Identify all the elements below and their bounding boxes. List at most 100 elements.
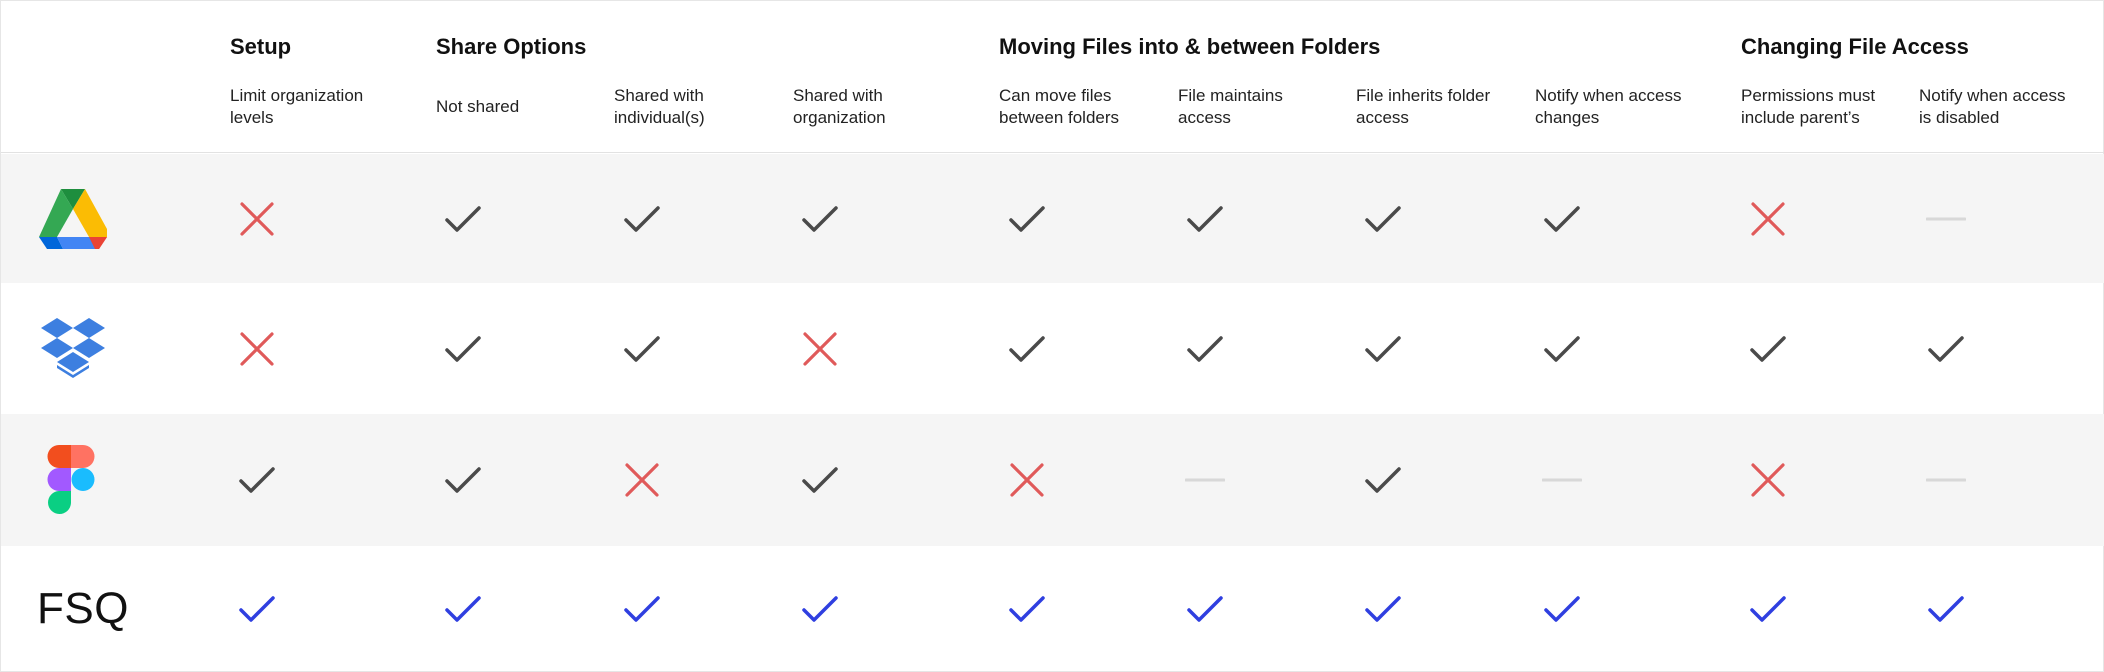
table-row bbox=[1, 283, 2104, 414]
check-icon bbox=[802, 467, 838, 493]
cell-limit-org-levels bbox=[237, 283, 277, 414]
cell-notify-access-disabled bbox=[1926, 546, 1966, 672]
cell-notify-access-disabled bbox=[1926, 283, 1966, 414]
check-icon bbox=[445, 335, 481, 362]
cell-not-shared bbox=[443, 283, 483, 414]
check-icon bbox=[1544, 335, 1580, 362]
product-logo: FSQ bbox=[37, 546, 128, 672]
check-blue-icon bbox=[1544, 596, 1580, 622]
cross-icon bbox=[625, 463, 659, 497]
check-icon bbox=[1750, 335, 1786, 362]
dash-icon bbox=[1926, 217, 1966, 220]
cell-inherits-folder-access bbox=[1363, 154, 1403, 283]
table-row bbox=[1, 414, 2104, 546]
cell-notify-access-disabled bbox=[1926, 414, 1966, 546]
check-icon bbox=[1365, 467, 1401, 493]
check-icon bbox=[624, 205, 660, 232]
column-header-shared-individuals: Shared with individual(s) bbox=[614, 86, 705, 127]
cross-icon bbox=[803, 331, 837, 366]
google-drive-logo-icon bbox=[39, 188, 107, 249]
table-row bbox=[1, 154, 2104, 283]
check-icon bbox=[445, 467, 481, 493]
column-header-limit-org-levels: Limit organization levels bbox=[230, 86, 364, 127]
cell-shared-organization bbox=[800, 414, 840, 546]
cell-notify-access-changes bbox=[1542, 154, 1582, 283]
cell-limit-org-levels bbox=[237, 154, 277, 283]
cell-shared-individuals bbox=[622, 283, 662, 414]
cell-shared-individuals bbox=[622, 154, 662, 283]
column-header-not-shared: Not shared bbox=[436, 97, 520, 116]
cell-notify-access-changes bbox=[1542, 546, 1582, 672]
cell-inherits-folder-access bbox=[1363, 546, 1403, 672]
cross-icon bbox=[240, 331, 274, 366]
cell-file-maintains-access bbox=[1185, 154, 1225, 283]
check-icon bbox=[1544, 205, 1580, 232]
group-title-changing-access: Changing File Access bbox=[1741, 34, 1969, 59]
cell-shared-individuals bbox=[622, 414, 662, 546]
check-icon bbox=[1928, 335, 1964, 362]
dash-icon bbox=[1185, 478, 1225, 482]
table-header: Setup Share Options Moving Files into & … bbox=[1, 1, 2104, 153]
cell-permissions-parents bbox=[1748, 546, 1788, 672]
check-blue-icon bbox=[1928, 596, 1964, 622]
check-blue-icon bbox=[445, 596, 481, 622]
check-icon bbox=[1187, 205, 1223, 232]
cell-file-maintains-access bbox=[1185, 546, 1225, 672]
check-icon bbox=[1365, 335, 1401, 362]
check-blue-icon bbox=[1009, 596, 1045, 622]
cell-move-between-folders bbox=[1007, 546, 1047, 672]
dash-icon bbox=[1542, 478, 1582, 482]
check-icon bbox=[802, 205, 838, 232]
cell-move-between-folders bbox=[1007, 283, 1047, 414]
cell-limit-org-levels bbox=[237, 414, 277, 546]
cross-icon bbox=[1010, 463, 1044, 497]
cell-shared-organization bbox=[800, 546, 840, 672]
dropbox-logo-icon bbox=[41, 317, 105, 378]
cell-limit-org-levels bbox=[237, 546, 277, 672]
product-logo bbox=[37, 283, 127, 414]
check-icon bbox=[1187, 335, 1223, 362]
column-header-inherits-folder-access: File inherits folder access bbox=[1356, 86, 1491, 127]
cell-not-shared bbox=[443, 414, 483, 546]
column-header-notify-access-disabled: Notify when access is disabled bbox=[1919, 86, 2066, 127]
cell-inherits-folder-access bbox=[1363, 283, 1403, 414]
group-title-share-options: Share Options bbox=[436, 34, 587, 59]
check-blue-icon bbox=[624, 596, 660, 622]
cell-permissions-parents bbox=[1748, 414, 1788, 546]
table-row: FSQ bbox=[1, 546, 2104, 672]
cell-notify-access-changes bbox=[1542, 414, 1582, 546]
column-header-notify-access-changes: Notify when access changes bbox=[1535, 86, 1682, 127]
cross-icon bbox=[1751, 201, 1785, 236]
cell-move-between-folders bbox=[1007, 154, 1047, 283]
check-icon bbox=[445, 205, 481, 232]
cell-permissions-parents bbox=[1748, 283, 1788, 414]
cross-icon bbox=[240, 201, 274, 236]
column-header-shared-organization: Shared with organization bbox=[793, 86, 886, 127]
check-icon bbox=[1365, 205, 1401, 232]
cell-not-shared bbox=[443, 154, 483, 283]
check-icon bbox=[624, 335, 660, 362]
cell-inherits-folder-access bbox=[1363, 414, 1403, 546]
check-blue-icon bbox=[802, 596, 838, 622]
cell-notify-access-changes bbox=[1542, 283, 1582, 414]
cell-permissions-parents bbox=[1748, 154, 1788, 283]
check-icon bbox=[239, 467, 275, 493]
cell-shared-organization bbox=[800, 154, 840, 283]
group-title-moving-files: Moving Files into & between Folders bbox=[999, 34, 1381, 59]
check-blue-icon bbox=[1750, 596, 1786, 622]
column-header-move-between-folders: Can move files between folders bbox=[999, 86, 1120, 127]
group-title-setup: Setup bbox=[230, 34, 292, 59]
check-icon bbox=[1009, 335, 1045, 362]
cross-icon bbox=[1751, 463, 1785, 497]
cell-notify-access-disabled bbox=[1926, 154, 1966, 283]
cell-shared-organization bbox=[800, 283, 840, 414]
product-logo bbox=[47, 414, 137, 546]
column-header-permissions-parents: Permissions must include parent’s bbox=[1741, 86, 1876, 127]
figma-logo-icon bbox=[47, 445, 95, 514]
cell-shared-individuals bbox=[622, 546, 662, 672]
cell-file-maintains-access bbox=[1185, 414, 1225, 546]
check-blue-icon bbox=[239, 596, 275, 622]
check-icon bbox=[1009, 205, 1045, 232]
cell-not-shared bbox=[443, 546, 483, 672]
